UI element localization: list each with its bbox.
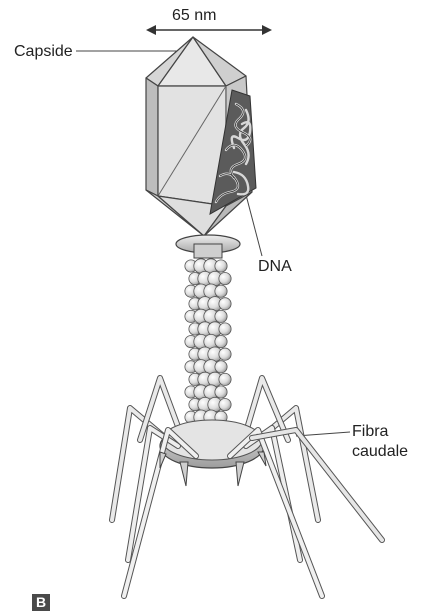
sheath-bead — [215, 285, 227, 297]
capsid-label: Capside — [14, 42, 73, 61]
sheath-bead — [215, 260, 227, 272]
sheath-bead — [215, 335, 227, 347]
collar — [176, 235, 240, 258]
tail-fiber-label-line2: caudale — [352, 442, 408, 462]
sheath-bead — [215, 310, 227, 322]
dimension-arrow — [146, 25, 272, 35]
dimension-label: 65 nm — [172, 6, 216, 25]
sheath-bead — [219, 373, 231, 385]
tail-fiber-label: Fibra caudale — [352, 422, 408, 462]
sheath-bead — [219, 272, 231, 284]
sheath-bead — [215, 386, 227, 398]
sheath-bead — [219, 298, 231, 310]
sheath-bead — [219, 398, 231, 410]
tail-sheath — [185, 259, 231, 437]
sheath-bead — [219, 348, 231, 360]
panel-letter: B — [32, 594, 50, 611]
tail-fiber-label-line1: Fibra — [352, 422, 408, 442]
dna-label: DNA — [258, 257, 292, 276]
sheath-bead — [219, 323, 231, 335]
sheath-bead — [215, 361, 227, 373]
